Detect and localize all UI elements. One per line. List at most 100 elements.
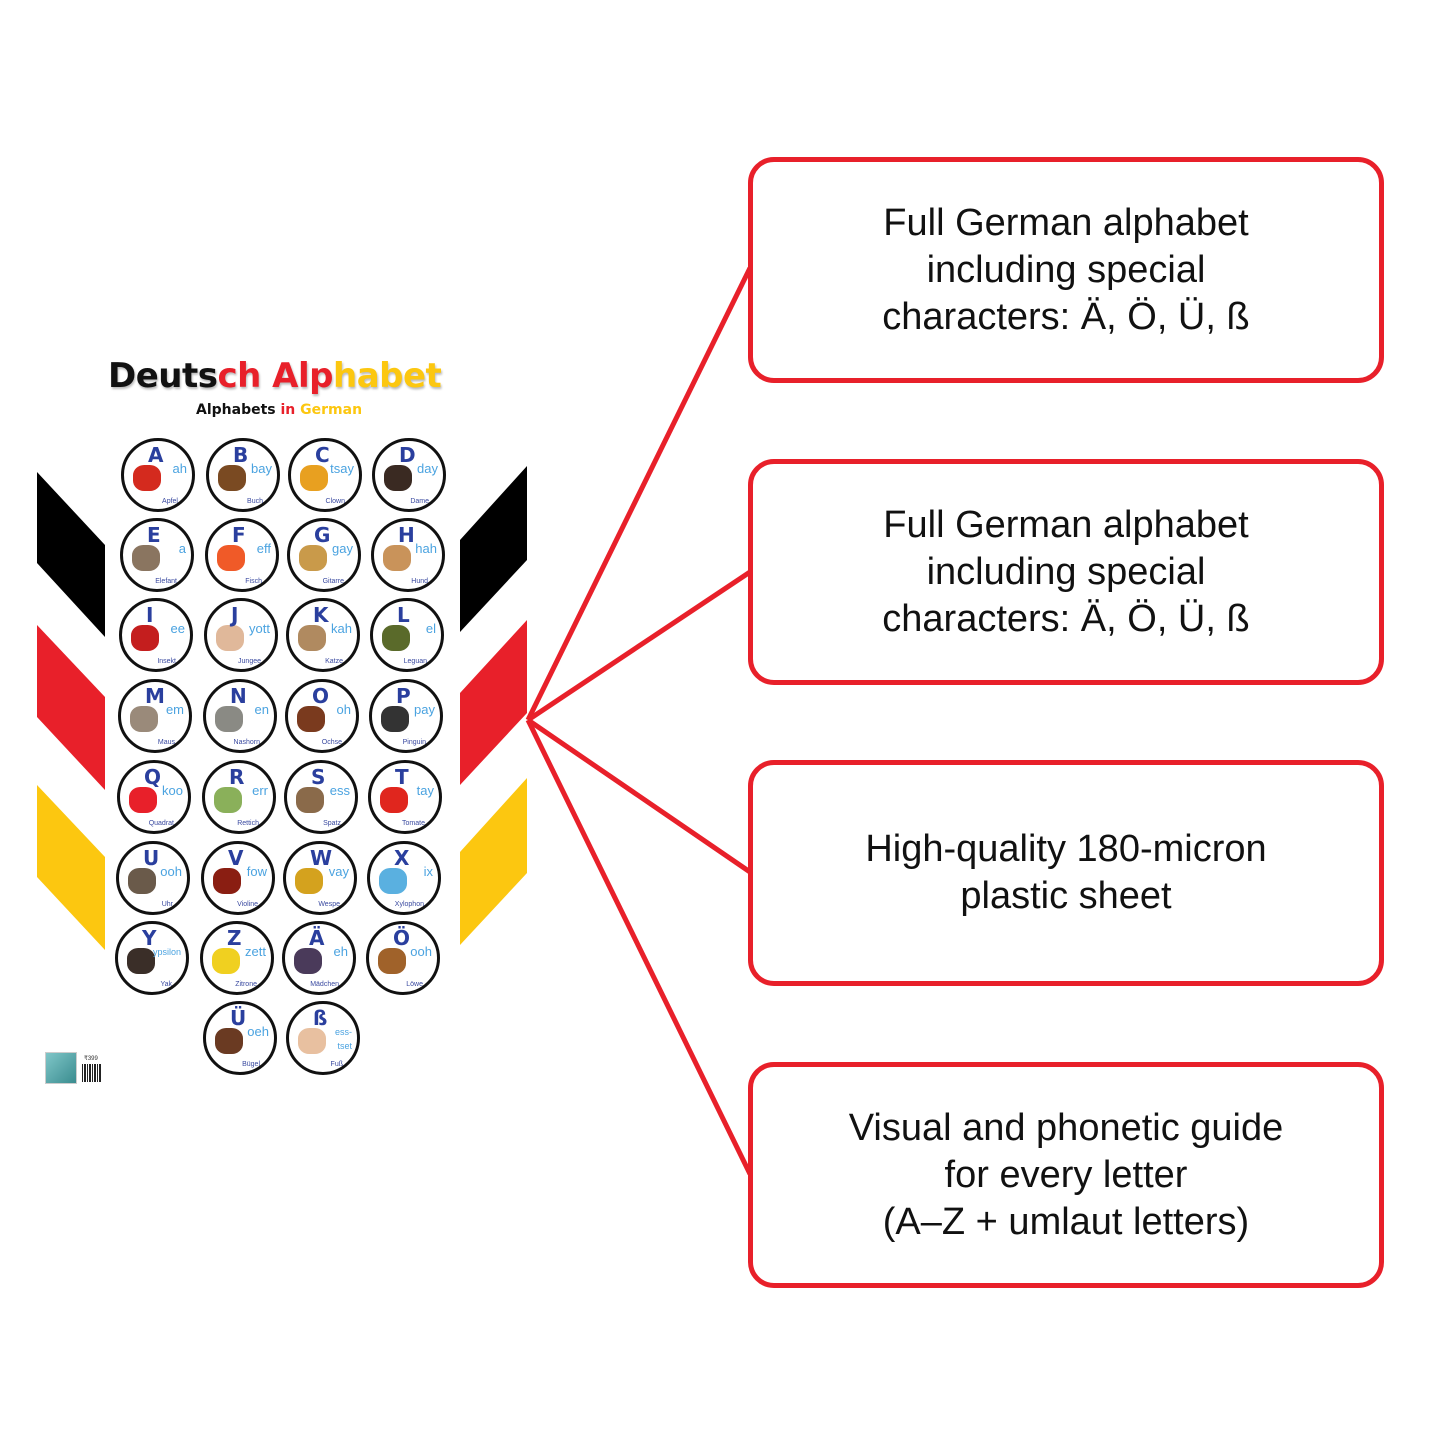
feature-box-4: Visual and phonetic guide for every lett… — [748, 1062, 1384, 1288]
letter-picture-icon — [215, 706, 243, 732]
letter-phonetic: oh — [336, 702, 351, 717]
letter-glyph: ß — [313, 1006, 328, 1030]
right-red-stripe — [460, 620, 527, 785]
subtitle-part-yellow: German — [300, 402, 363, 418]
letter-glyph: I — [146, 603, 154, 627]
connector-line-1 — [525, 266, 753, 722]
letter-word: Fuß — [330, 1061, 343, 1068]
letter-glyph: Y — [142, 926, 157, 950]
letter-picture-icon — [131, 625, 159, 651]
letter-phonetic: gay — [332, 541, 353, 556]
letter-word: Pinguin — [402, 739, 426, 746]
letter-word: Jungee — [238, 658, 261, 665]
letter-phonetic: koo — [162, 783, 183, 798]
letter-word: Tomate — [402, 820, 425, 827]
letter-picture-icon — [298, 625, 326, 651]
left-black-stripe — [37, 472, 105, 637]
letter-phonetic: pay — [414, 702, 435, 717]
letter-phonetic: oeh — [247, 1024, 269, 1039]
letter-picture-icon — [214, 787, 242, 813]
letter-glyph: H — [398, 523, 415, 547]
letter-word: Insekt — [157, 658, 176, 665]
letter-picture-icon — [297, 706, 325, 732]
letter-glyph: Z — [227, 926, 242, 950]
letter-glyph: W — [310, 846, 333, 870]
letter-word: Löwe — [406, 981, 423, 988]
left-yellow-stripe — [37, 785, 105, 950]
letter-glyph: Ä — [309, 926, 325, 950]
feature-text: High-quality 180-micron plastic sheet — [865, 828, 1267, 917]
letter-word: Zitrone — [235, 981, 257, 988]
letter-word: Dame — [410, 498, 429, 505]
letter-picture-icon — [296, 787, 324, 813]
letter-picture-icon — [132, 545, 160, 571]
subtitle-part-black: Alphabets — [196, 402, 281, 418]
letter-word: Maus — [157, 739, 175, 746]
letter-phonetic: ess- tset — [334, 1027, 352, 1051]
letter-phonetic: a — [178, 541, 186, 556]
letter-phonetic: day — [417, 461, 438, 476]
letter-picture-icon — [381, 706, 409, 732]
letter-glyph: R — [229, 765, 245, 789]
title-part-yellow: habet — [333, 356, 442, 396]
letter-word: Clown — [325, 498, 345, 505]
letter-picture-icon — [295, 868, 323, 894]
letter-picture-icon — [298, 1028, 326, 1054]
letter-glyph: A — [148, 443, 164, 467]
letter-word: Ochse — [321, 739, 342, 746]
letter-glyph: J — [231, 603, 239, 627]
letter-phonetic: tay — [416, 783, 434, 798]
letter-phonetic: bay — [251, 461, 272, 476]
letter-phonetic: eff — [256, 541, 271, 556]
feature-box-3: High-quality 180-micron plastic sheet — [748, 760, 1384, 986]
letter-picture-icon — [378, 948, 406, 974]
letter-word: Xylophon — [394, 901, 424, 908]
feature-box-1: Full German alphabet including special c… — [748, 157, 1384, 383]
letter-phonetic: ess — [329, 783, 350, 798]
letter-picture-icon — [300, 465, 328, 491]
letter-glyph: X — [394, 846, 410, 870]
letter-picture-icon — [294, 948, 322, 974]
feature-text: Full German alphabet including special c… — [882, 503, 1250, 640]
connector-line-3 — [526, 717, 752, 875]
letter-picture-icon — [299, 545, 327, 571]
letter-glyph: B — [233, 443, 249, 467]
letter-word: Quadrat — [148, 820, 174, 827]
letter-word: Apfel — [162, 498, 178, 505]
letter-word: Elefant — [155, 578, 177, 585]
letter-phonetic: ypsilon — [152, 947, 181, 957]
letter-phonetic: tsay — [330, 461, 354, 476]
letter-picture-icon — [383, 545, 411, 571]
letter-glyph: F — [232, 523, 246, 547]
letter-glyph: U — [143, 846, 160, 870]
letter-glyph: S — [311, 765, 326, 789]
letter-phonetic: ah — [172, 461, 187, 476]
letter-picture-icon — [127, 948, 155, 974]
right-yellow-stripe — [460, 778, 527, 945]
letter-picture-icon — [379, 868, 407, 894]
connector-line-4 — [525, 718, 753, 1176]
letter-word: Yak — [160, 981, 172, 988]
letter-phonetic: en — [254, 702, 269, 717]
